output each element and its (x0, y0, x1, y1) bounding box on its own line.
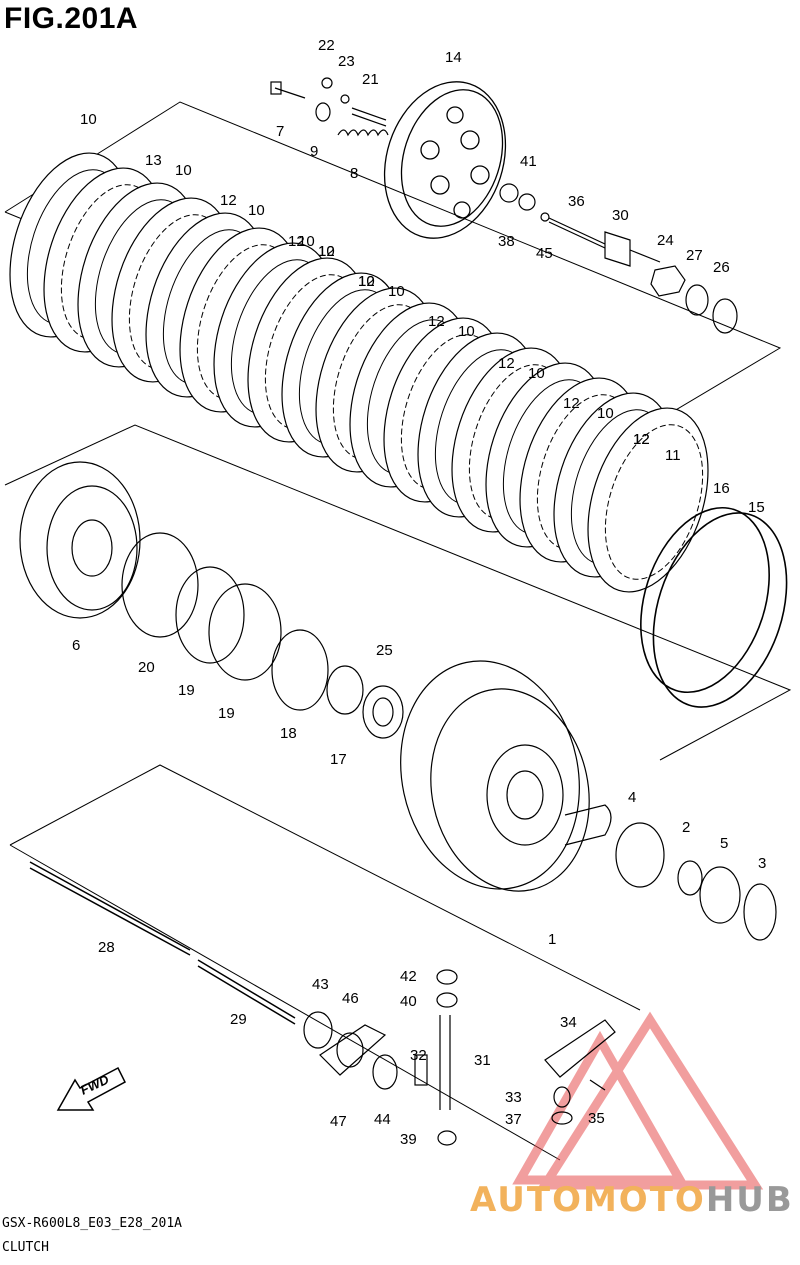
callout-label: 28 (98, 939, 115, 956)
callout-label: 14 (445, 49, 462, 66)
callout-label: 10 (298, 233, 315, 250)
callout-label: 36 (568, 193, 585, 210)
callout-label: 40 (400, 993, 417, 1010)
callout-label: 12 (563, 395, 580, 412)
callout-label: 38 (498, 233, 515, 250)
callout-label: 7 (276, 123, 284, 140)
callout-label: 4 (628, 789, 636, 806)
callout-label: 41 (520, 153, 537, 170)
callout-label: 18 (280, 725, 297, 742)
callout-label: 35 (588, 1110, 605, 1127)
callout-label: 20 (138, 659, 155, 676)
callout-label: 10 (80, 111, 97, 128)
callout-label: 19 (178, 682, 195, 699)
callout-label: 32 (410, 1047, 427, 1064)
callout-label: 30 (612, 207, 629, 224)
diagram-name: CLUTCH (2, 1240, 49, 1255)
callout-label: 11 (665, 447, 681, 464)
callout-label: 12 (633, 431, 650, 448)
callout-label: 10 (388, 283, 405, 300)
watermark-text: AUTOMOTOHUB (470, 1180, 794, 1220)
clutch-ring (652, 512, 788, 708)
callout-label: 46 (342, 990, 359, 1007)
callout-label: 10 (175, 162, 192, 179)
callout-label: 12 (498, 355, 515, 372)
callout-label: 23 (338, 53, 355, 70)
callout-label: 43 (312, 976, 329, 993)
callout-label: 3 (758, 855, 766, 872)
diagram-code: GSX-R600L8_E03_E28_201A (2, 1216, 183, 1231)
clutch-plate-stack (9, 152, 788, 708)
callout-labels: 2223211479810131041363012103845242726121… (72, 37, 766, 1148)
callout-label: 45 (536, 245, 553, 262)
callout-label: 5 (720, 835, 728, 852)
callout-label: 24 (657, 232, 674, 249)
callout-label: 12 (288, 233, 305, 250)
pressure-plate (383, 81, 507, 239)
callout-label: 9 (310, 143, 318, 160)
callout-label: 15 (748, 499, 765, 516)
clutch-hub (19, 461, 404, 739)
callout-label: 37 (505, 1111, 522, 1128)
callout-label: 31 (474, 1052, 491, 1069)
fwd-arrow: FWD (56, 1066, 126, 1111)
push-rods (29, 861, 296, 1025)
callout-label: 10 (248, 202, 265, 219)
callout-label: 19 (218, 705, 235, 722)
callout-label: 12 (318, 243, 335, 260)
callout-label: 8 (350, 165, 358, 182)
callout-label: 12 (358, 273, 375, 290)
callout-label: 44 (374, 1111, 391, 1128)
callout-label: 26 (713, 259, 730, 276)
clutch-plate (587, 407, 709, 593)
watermark-triangle (512, 1011, 764, 1190)
callout-label: 10 (358, 273, 375, 290)
callout-label: 29 (230, 1011, 247, 1028)
watermark-part-a: AUTOMOTO (470, 1180, 706, 1220)
callout-label: 6 (72, 637, 80, 654)
callout-label: 13 (145, 152, 162, 169)
callout-label: 10 (597, 405, 614, 422)
callout-label: 10 (318, 243, 335, 260)
callout-label: 33 (505, 1089, 522, 1106)
callout-label: 25 (376, 642, 393, 659)
callout-label: 21 (362, 71, 379, 88)
release-mechanism (303, 969, 616, 1146)
callout-label: 10 (458, 323, 475, 340)
top-small-parts (270, 77, 738, 334)
clutch-basket (400, 660, 777, 941)
callout-label: 47 (330, 1113, 347, 1130)
callout-label: 17 (330, 751, 347, 768)
callout-label: 1 (548, 931, 556, 948)
callout-label: 12 (428, 313, 445, 330)
figure-title: FIG.201A (4, 2, 139, 35)
clutch-ring (640, 506, 770, 694)
callout-label: 2 (682, 819, 690, 836)
callout-label: 39 (400, 1131, 417, 1148)
callout-label: 34 (560, 1014, 577, 1031)
callout-label: 12 (633, 431, 650, 448)
callout-label: 27 (686, 247, 703, 264)
watermark-part-b: HUB (705, 1180, 794, 1220)
callout-label: 12 (220, 192, 237, 209)
callout-label: 22 (318, 37, 335, 54)
callout-label: 42 (400, 968, 417, 985)
callout-label: 16 (713, 480, 730, 497)
callout-label: 10 (528, 365, 545, 382)
